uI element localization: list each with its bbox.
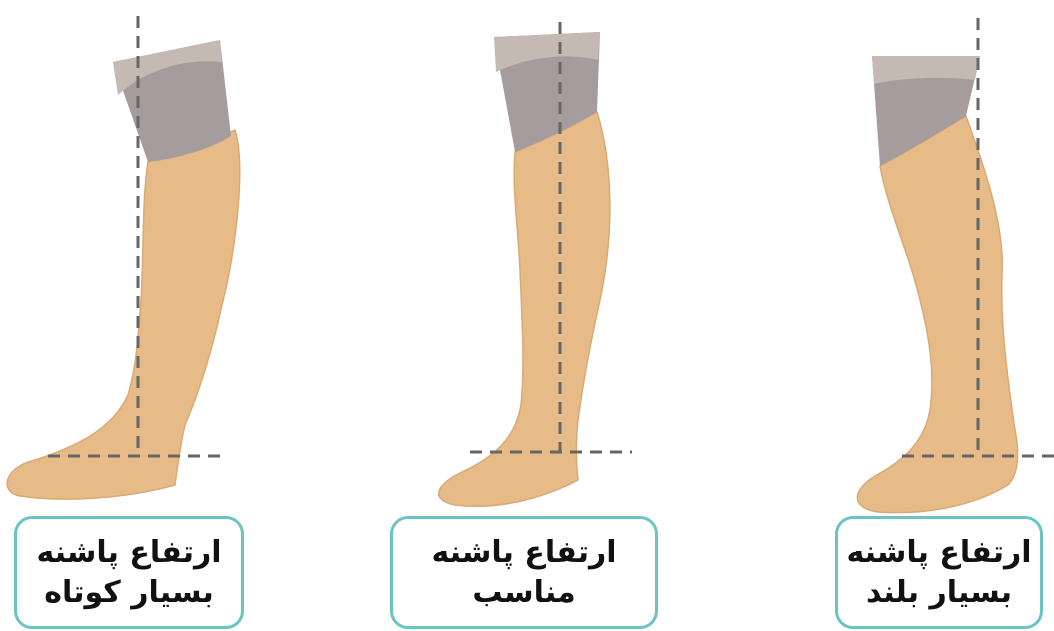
label-proper-line2: مناسب — [472, 573, 575, 613]
label-short-line1: ارتفاع پاشنه — [36, 533, 221, 573]
label-high-line1: ارتفاع پاشنه — [846, 533, 1031, 573]
leg-proper — [439, 112, 610, 506]
label-high-line2: بسیار بلند — [866, 573, 1012, 613]
leg-high — [857, 116, 1017, 513]
label-proper-line1: ارتفاع پاشنه — [431, 533, 616, 573]
label-box-proper-heel: ارتفاع پاشنه مناسب — [390, 516, 658, 629]
leg-figure-high — [857, 56, 1017, 513]
leg-short — [7, 130, 240, 499]
leg-figure-proper — [439, 32, 610, 506]
label-box-high-heel: ارتفاع پاشنه بسیار بلند — [835, 516, 1043, 629]
label-short-line2: بسیار کوتاه — [44, 573, 214, 613]
leg-figure-short — [7, 40, 240, 499]
label-box-short-heel: ارتفاع پاشنه بسیار کوتاه — [14, 516, 244, 629]
